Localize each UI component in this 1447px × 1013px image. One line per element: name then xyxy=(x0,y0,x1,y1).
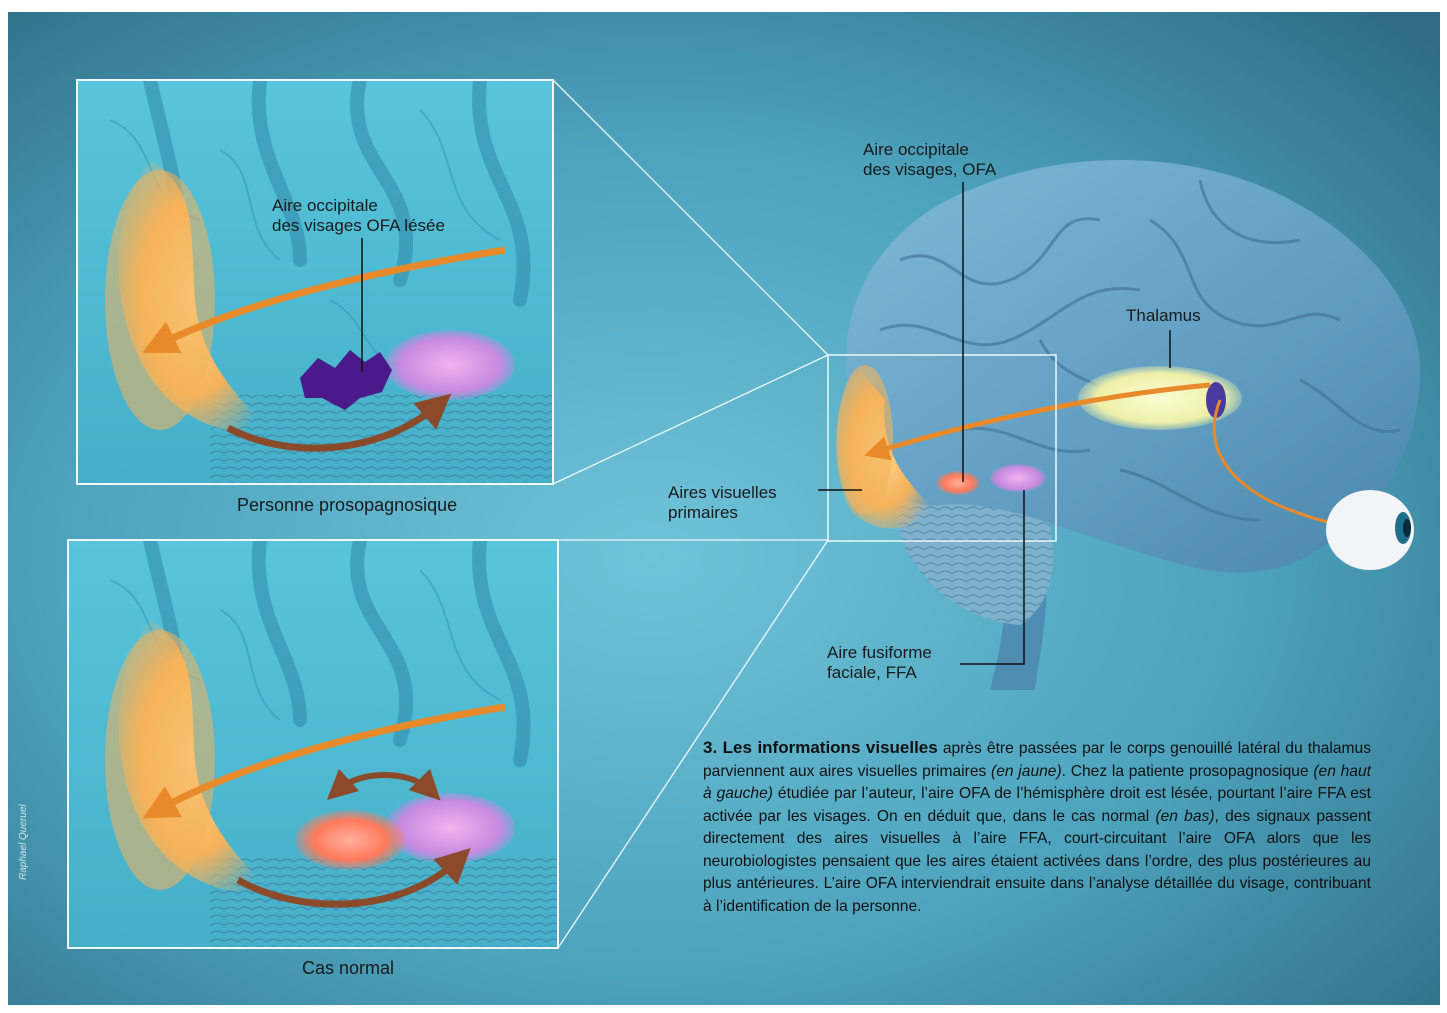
caption-italic-1: (en jaune) xyxy=(991,763,1062,780)
label-visual-areas: Aires visuelles primaires xyxy=(668,483,777,523)
label-ofa-lesioned-line2: des visages OFA lésée xyxy=(272,216,445,236)
label-ofa-lesioned-line1: Aire occipitale xyxy=(272,196,445,216)
inset-prosopagnosic xyxy=(77,80,570,490)
label-ofa: Aire occipitale des visages, OFA xyxy=(863,140,996,180)
caption-prosopagnosic: Personne prosopagnosique xyxy=(237,495,457,516)
label-ofa-line2: des visages, OFA xyxy=(863,160,996,180)
caption-italic-3: (en bas) xyxy=(1155,808,1214,825)
label-visual-areas-line2: primaires xyxy=(668,503,777,523)
figure-caption-paragraph: 3. Les informations visuelles après être… xyxy=(703,737,1371,918)
caption-text-2: . Chez la patiente prosopagnosique xyxy=(1062,763,1314,780)
caption-normal: Cas normal xyxy=(302,958,394,979)
illustrator-credit: Raphael Queruel xyxy=(18,760,29,880)
label-ffa: Aire fusiforme faciale, FFA xyxy=(827,643,932,683)
caption-lead: 3. Les informations visuelles xyxy=(703,738,938,757)
label-ofa-lesioned: Aire occipitale des visages OFA lésée xyxy=(272,196,445,236)
label-visual-areas-line1: Aires visuelles xyxy=(668,483,777,503)
label-ffa-line2: faciale, FFA xyxy=(827,663,932,683)
label-ffa-line1: Aire fusiforme xyxy=(827,643,932,663)
inset-normal xyxy=(68,540,570,950)
eye-icon xyxy=(1326,490,1414,570)
label-thalamus: Thalamus xyxy=(1126,306,1201,326)
label-ofa-line1: Aire occipitale xyxy=(863,140,996,160)
